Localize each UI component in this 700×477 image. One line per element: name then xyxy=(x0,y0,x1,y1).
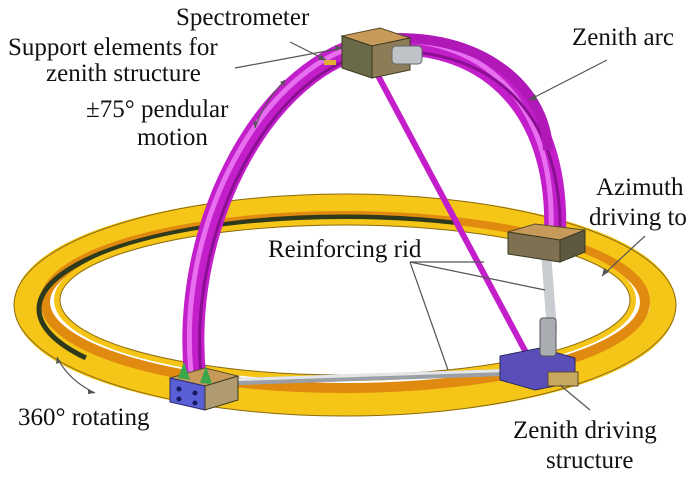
spectrometer-unit xyxy=(324,27,423,79)
arrowhead-icon xyxy=(253,121,258,128)
label-zenith-drive-line2: structure xyxy=(546,447,634,474)
bolt xyxy=(176,386,182,392)
label-support-line2: zenith structure xyxy=(46,60,201,87)
azimuth-tower-block xyxy=(507,223,586,263)
bolt xyxy=(176,396,182,402)
left-base-block xyxy=(169,362,240,411)
reinforcing-rods xyxy=(224,68,557,386)
ring-dark-groove xyxy=(36,214,654,404)
label-spectrometer: Spectrometer xyxy=(176,4,310,31)
base-side xyxy=(204,375,239,411)
ring-outer-yellow xyxy=(14,194,676,416)
label-reinforcing-rid: Reinforcing rid xyxy=(268,236,422,263)
leader-zenith-arc xyxy=(528,59,608,101)
label-pendular-line2: motion xyxy=(137,124,208,151)
gusset-right xyxy=(200,366,212,384)
motor-cylinder xyxy=(539,317,557,357)
arrowhead-icon xyxy=(88,389,95,394)
gusset-left xyxy=(178,362,190,380)
label-pendular-line1: ±75° pendular xyxy=(86,96,229,123)
leader-zenith-drive xyxy=(559,384,591,411)
arrowhead-icon xyxy=(335,45,343,51)
bolt xyxy=(192,400,198,406)
ring-outline-outer xyxy=(13,193,677,417)
rod-diagonal-magenta xyxy=(372,68,533,362)
label-zenith-arc: Zenith arc xyxy=(572,24,675,51)
leader-rid-2 xyxy=(409,261,546,291)
arrowhead-icon xyxy=(318,54,326,60)
label-azimuth-line1: Azimuth xyxy=(596,174,684,201)
tower-side xyxy=(559,229,586,263)
leader-rid-3 xyxy=(409,261,449,371)
label-zenith-drive-line1: Zenith driving xyxy=(513,417,657,444)
spectrometer-lens xyxy=(391,45,423,65)
arrowhead-icon xyxy=(529,94,537,100)
leader-support xyxy=(234,47,344,69)
label-support-line1: Support elements for xyxy=(8,34,218,61)
rod-base-highlight xyxy=(224,368,521,382)
label-azimuth-line2: driving to xyxy=(589,204,687,231)
arrowhead-icon xyxy=(602,268,609,276)
label-360-rotating: 360° rotating xyxy=(18,404,150,431)
arrowhead-icon xyxy=(280,80,285,86)
arrowheads xyxy=(56,45,609,394)
arrowhead-icon xyxy=(56,357,61,364)
drive-gear-box xyxy=(547,371,579,387)
rod-base xyxy=(224,368,521,386)
zenith-drive-unit xyxy=(499,317,579,391)
bolt xyxy=(192,390,198,396)
support-element xyxy=(324,60,336,65)
leader-azimuth xyxy=(601,235,646,277)
